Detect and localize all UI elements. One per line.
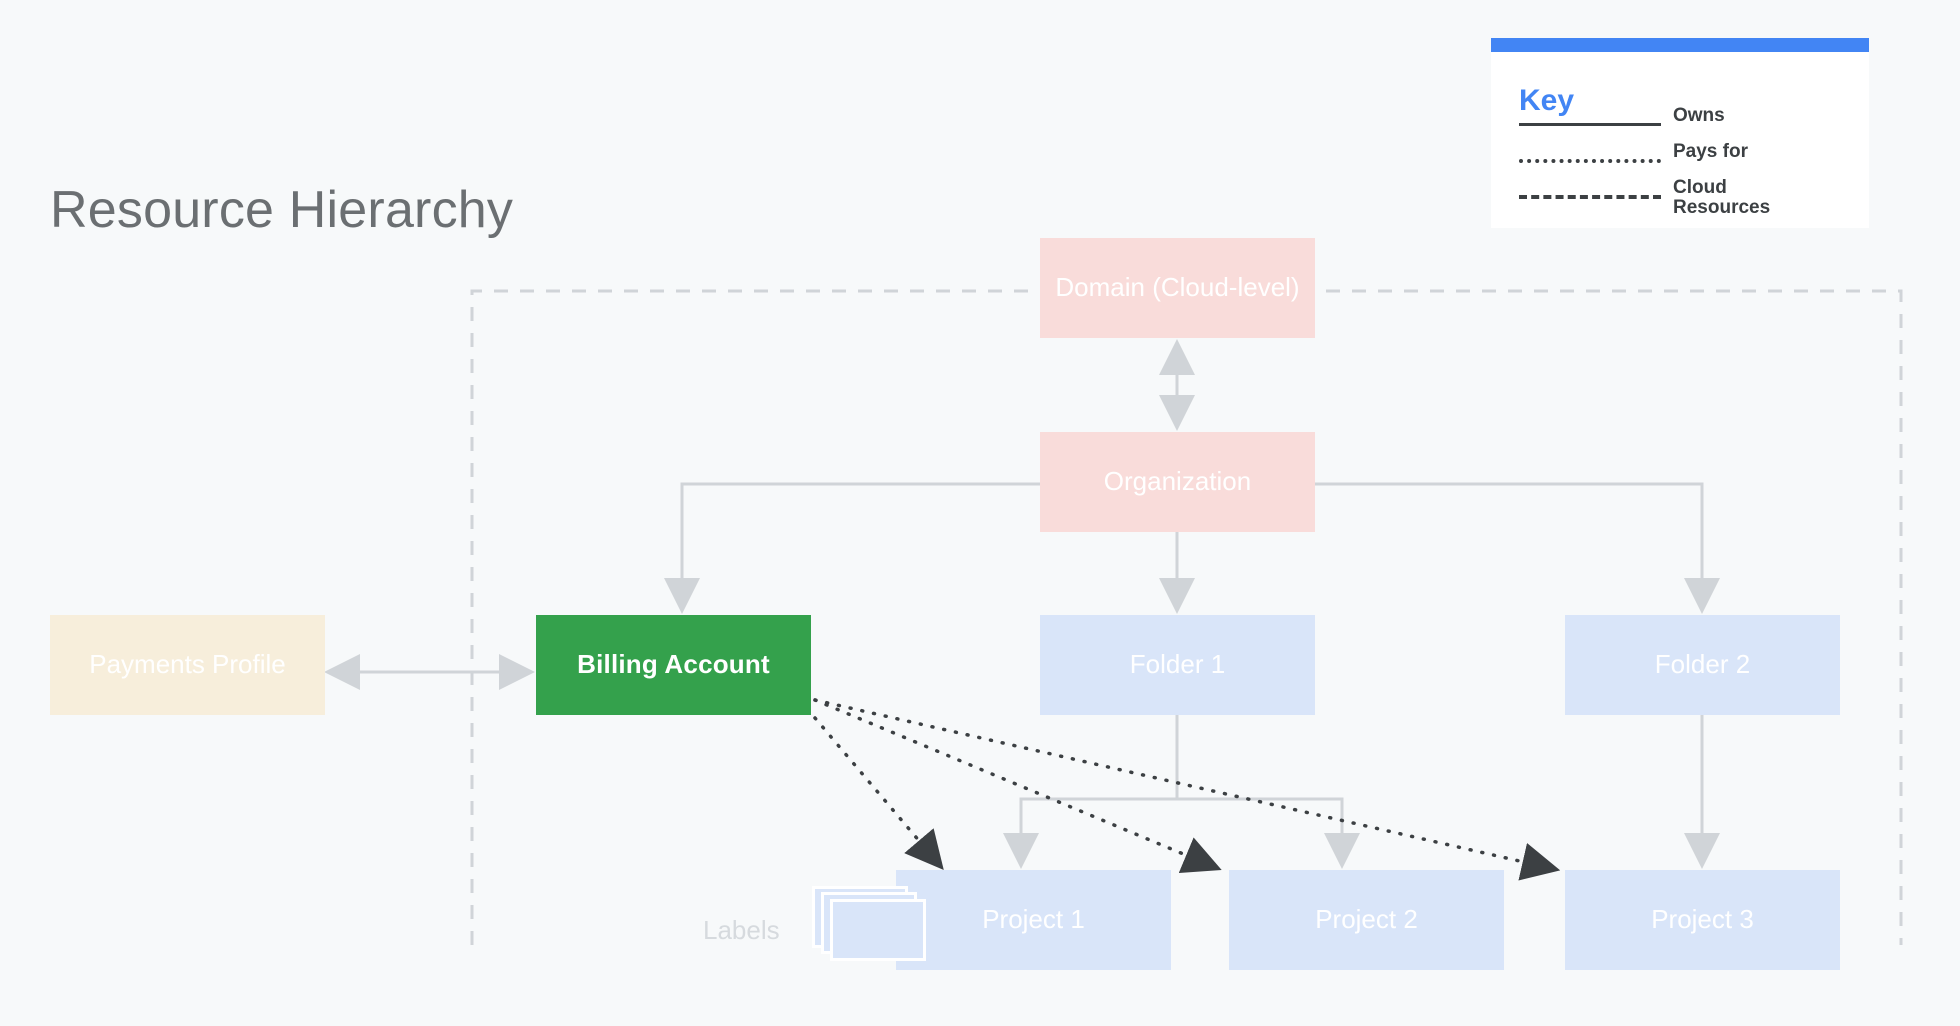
key-accent-bar [1491, 38, 1869, 52]
labels-group-label: Labels [703, 915, 780, 945]
node-billing-account-label: Billing Account [577, 649, 770, 680]
node-project-3-label: Project 3 [1651, 904, 1754, 935]
node-payments-profile[interactable]: Payments Profile [50, 615, 325, 715]
node-billing-account[interactable]: Billing Account [536, 615, 811, 715]
page-title: Resource Hierarchy [50, 181, 514, 239]
node-domain[interactable]: Domain (Cloud-level) [1040, 238, 1315, 338]
key-label-owns: Owns [1673, 105, 1725, 126]
node-project-2[interactable]: Project 2 [1229, 870, 1504, 970]
node-folder-2-label: Folder 2 [1654, 649, 1751, 680]
edge-organization-folder2 [1315, 482, 1720, 614]
node-project-3[interactable]: Project 3 [1565, 870, 1840, 970]
dotted-line-icon [1519, 142, 1661, 178]
dashed-line-icon [1519, 178, 1661, 214]
node-organization[interactable]: Organization [1040, 432, 1315, 532]
stacked-cards-icon [812, 886, 932, 966]
key-title: Key [1519, 84, 1575, 117]
node-folder-2[interactable]: Folder 2 [1565, 615, 1840, 715]
key-row-pays-for: Pays for [1519, 142, 1849, 178]
edge-billing-project2-paysfor [813, 698, 1222, 873]
key-label-pays-for: Pays for [1673, 141, 1748, 162]
edge-billing-project3-paysfor [813, 698, 1561, 881]
node-domain-label: Domain (Cloud-level) [1055, 272, 1300, 303]
node-project-1-label: Project 1 [982, 904, 1085, 935]
edge-billing-project1-paysfor [813, 716, 944, 871]
edge-organization-billing [664, 482, 1040, 614]
node-project-2-label: Project 2 [1315, 904, 1418, 935]
edge-folder1-project2 [1175, 715, 1360, 869]
node-organization-label: Organization [1103, 466, 1252, 497]
solid-line-icon [1519, 106, 1661, 142]
node-folder-1-label: Folder 1 [1129, 649, 1226, 680]
node-payments-profile-label: Payments Profile [89, 649, 286, 680]
key-row-owns: Owns [1519, 106, 1849, 142]
edge-folder1-project1 [1003, 715, 1179, 869]
node-project-1[interactable]: Project 1 [896, 870, 1171, 970]
node-folder-1[interactable]: Folder 1 [1040, 615, 1315, 715]
